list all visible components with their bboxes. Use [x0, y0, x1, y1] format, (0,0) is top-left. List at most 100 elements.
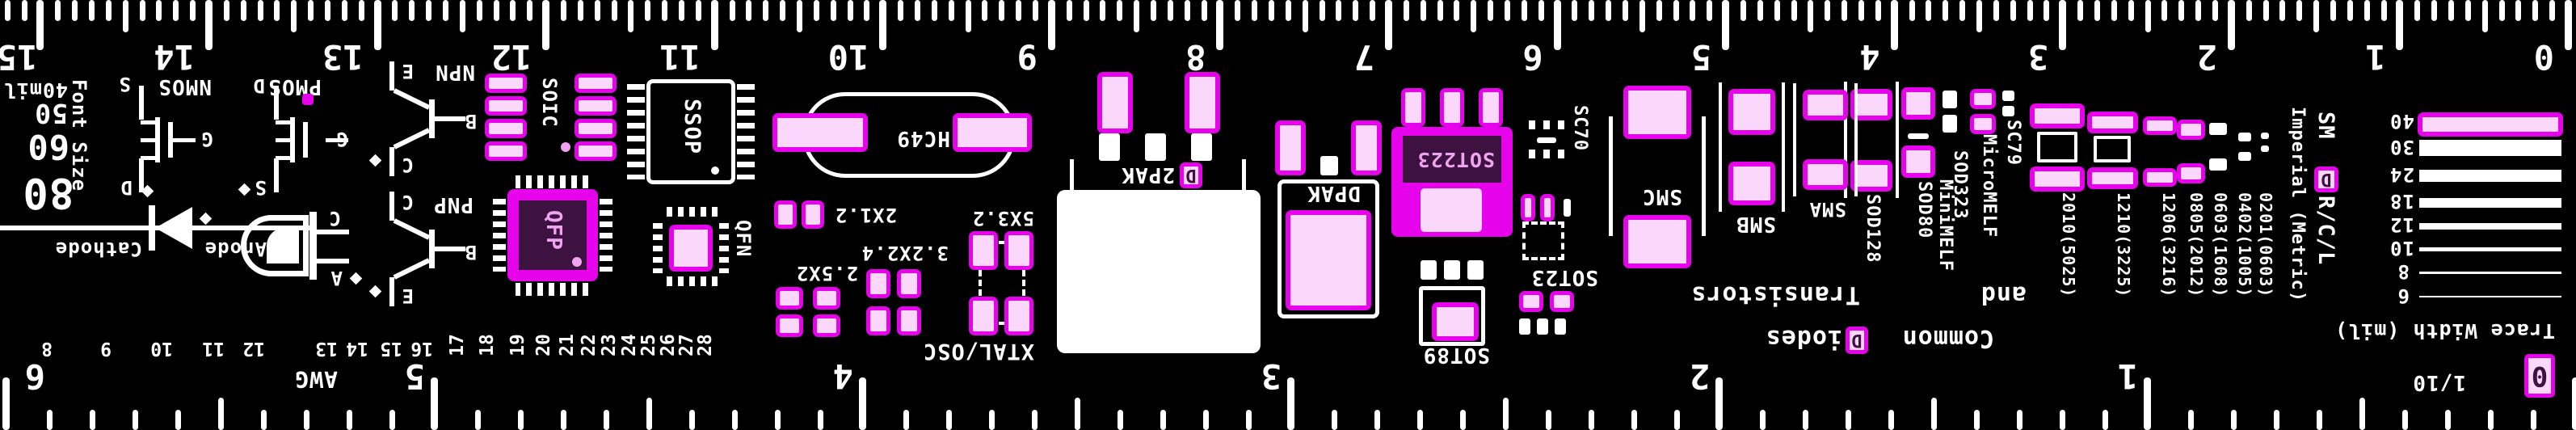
sc70-label: SC70 [1570, 105, 1590, 151]
cm-label: 10 [827, 37, 869, 77]
trace-value: 6 [2397, 285, 2410, 307]
smd-2010-outline [2037, 132, 2077, 162]
smd-size-label: 2010(5025) [2059, 192, 2078, 298]
cm-tick [710, 0, 718, 50]
dpak-pad [1275, 120, 1306, 175]
sot23-dash [1555, 318, 1566, 335]
cm-tick [1252, 0, 1258, 21]
cm-tick [223, 0, 229, 21]
pnp-emitter-lead [389, 277, 394, 306]
sot23-label: SOT23 [1530, 265, 1598, 289]
xtal-32x24-pad [897, 306, 921, 335]
cm-tick [1066, 0, 1072, 21]
sod80-label: SOD80 [1914, 181, 1934, 239]
inch-tick [2572, 377, 2576, 430]
inch-tick [946, 410, 952, 430]
inch-tick [1974, 410, 1980, 430]
trace-bar-40mil [2418, 112, 2563, 137]
npn-base-lead [433, 116, 465, 121]
cm-tick [2464, 0, 2471, 21]
cm-tick [325, 0, 331, 21]
cm-tick [493, 0, 499, 21]
inch-tick [1888, 410, 1894, 430]
awg-gauge-number: 11 [202, 338, 225, 359]
qfp-pins-right [493, 199, 506, 272]
inch-tick [1246, 410, 1252, 430]
cm-label: 1 [2365, 37, 2386, 77]
ssop-label: SSOP [680, 99, 705, 155]
smd-subtitle: Imperial (Metric) [2288, 107, 2308, 303]
awg-gauge-number: 12 [242, 338, 265, 359]
smd-size-label: 0603(1608) [2211, 192, 2230, 298]
cm-tick [931, 0, 937, 21]
sot89-label: SOT89 [1422, 343, 1490, 367]
inch-tick [1931, 398, 1937, 430]
inch-tick [1503, 398, 1509, 430]
d2pak-lead [1099, 133, 1120, 161]
inch-tick [2, 377, 10, 430]
qfn-label: QFN [732, 220, 755, 258]
npn-label: NPN [435, 60, 475, 84]
cm-tick [2549, 0, 2556, 21]
heading-and: and [1980, 280, 2027, 309]
npn-emitter-lead [389, 61, 394, 91]
npn-pin-diamond [368, 154, 382, 167]
pnp-c-label: C [401, 191, 414, 213]
cm-tick [982, 0, 988, 21]
cm-tick [1825, 0, 1831, 21]
cm-label: 0 [2533, 37, 2554, 77]
inch-tick [818, 410, 823, 430]
cm-tick [864, 0, 870, 21]
awg-gauge-number: 8 [41, 338, 53, 359]
inch-tick [2531, 410, 2536, 430]
cm-label: 9 [1017, 37, 1038, 77]
ssop-pins-left [737, 84, 755, 179]
cm-tick [4, 0, 11, 21]
cm-tick [1538, 0, 1544, 21]
d2pak-lead [1145, 133, 1166, 161]
sot89-pad-dash [1467, 260, 1484, 280]
sc70-pads [1529, 150, 1564, 158]
d2pak-label: 2PAK [1121, 162, 1175, 187]
cm-tick [105, 0, 112, 21]
sot23-pad [1550, 291, 1574, 312]
soic-pad [485, 96, 527, 116]
inch-tick [218, 398, 224, 430]
diode-cathode-bar [149, 205, 155, 251]
sma-pad [1803, 90, 1848, 120]
nmos-d-label: D [120, 176, 133, 199]
pnp-collector-lead [389, 192, 394, 221]
npn-collector-lead [389, 147, 394, 176]
awg-scale-label: AWG [294, 366, 338, 393]
trace-value: 12 [2389, 213, 2414, 236]
cm-tick [1623, 0, 1629, 21]
diode-cathode-label: Cathode [54, 238, 142, 260]
cm-tick [1100, 0, 1106, 21]
cm-tick [2448, 0, 2455, 21]
font-sample-80: 80 [22, 168, 74, 217]
npn-b-label: B [464, 110, 477, 133]
smd-title-d-pad: D [2314, 167, 2338, 192]
inch-tick [475, 410, 481, 430]
cm-tick [443, 0, 449, 21]
inch-tick [859, 377, 866, 430]
cm-label: 15 [0, 37, 38, 77]
inch-tick [646, 398, 652, 430]
inch-tick [1674, 410, 1680, 430]
cm-tick [1976, 0, 1983, 32]
inch-tick [775, 410, 781, 430]
cm-tick [1319, 0, 1325, 21]
cm-tick [1890, 0, 1898, 50]
cm-tick [1454, 0, 1460, 21]
smd-1210-pad [2087, 167, 2138, 189]
smd-0603-pad [2209, 123, 2227, 135]
smd-0603-pad [2209, 158, 2227, 171]
inch-tick [347, 410, 352, 430]
led-die [267, 228, 299, 263]
sod323-pad [1943, 91, 1957, 108]
cm-tick [476, 0, 482, 21]
cm-label: 11 [659, 37, 701, 77]
awg-gauge-number: 16 [410, 338, 433, 359]
cm-label: 8 [1185, 37, 1206, 77]
sma-pad [1803, 159, 1848, 190]
